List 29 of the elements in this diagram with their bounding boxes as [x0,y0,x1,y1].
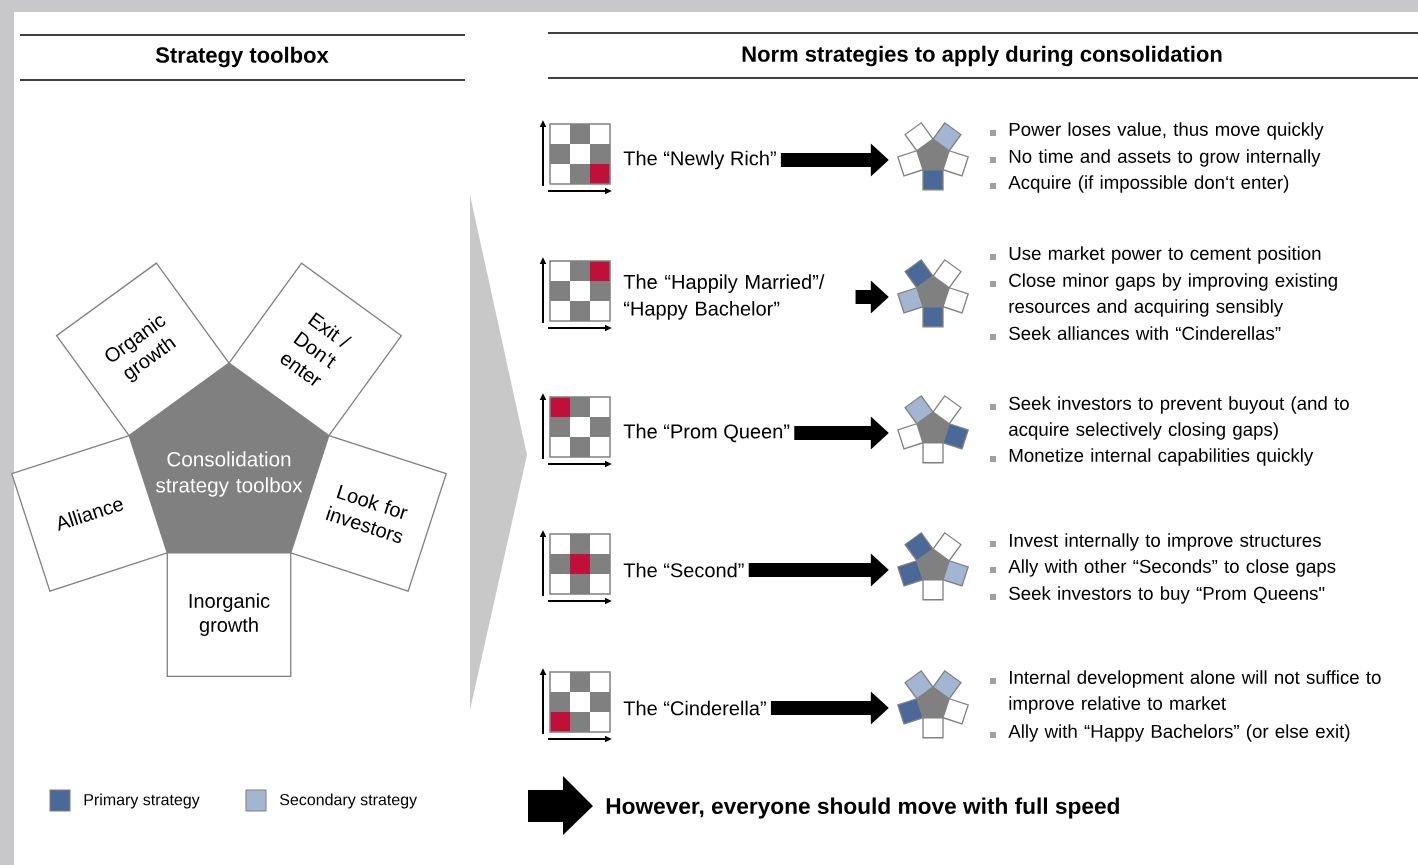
bullet-item: Use market power to cement position [990,246,1321,264]
legend-text: Primary strategy [84,793,200,809]
strategy-pentagon-icon [897,669,969,739]
bullet-item: Invest internally to improve structures [990,533,1321,551]
row-label: The “Happily Married”/ “Happy Bachelor” [623,274,825,320]
strategy-pentagon-icon [897,531,969,601]
bullet-item: Seek investors to buy “Prom Queens" [990,586,1325,604]
bullet-item: Ally with “Happy Bachelors” (or else exit) [990,724,1350,742]
strategy-pentagon-icon [897,121,969,191]
strategy-square: Inorganic growth [166,552,292,678]
bullet-item: Ally with other “Seconds” to close gaps [990,559,1336,577]
bullet-item: Internal development alone will not suffice to improve relative to market [990,670,1381,714]
row-label: The “Second” [623,562,744,578]
bullet-item: Seek investors to prevent buyout (and to acquire selectively closing gaps) [990,396,1349,440]
row-label: The “Prom Queen” [623,423,790,443]
section-heading: Strategy toolbox [155,46,329,68]
bullet-item: Seek alliances with “Cinderellas” [990,326,1281,340]
strategy-pentagon-icon [897,394,969,464]
strategy-pentagon-icon [897,258,969,328]
bullet-item: Power loses value, thus move quickly [990,122,1324,140]
bullet-item: Acquire (if impossible don‘t enter) [990,175,1289,193]
bullet-item: No time and assets to grow internally [990,149,1321,167]
conclusion-text: However, everyone should move with full speed [606,797,1119,819]
bullet-item: Monetize internal capabilities quickly [990,448,1314,466]
bullet-item: Close minor gaps by improving existing resources and acquiring sensibly [990,273,1337,317]
legend-text: Secondary strategy [280,793,418,809]
row-label: The “Newly Rich” [623,150,776,170]
row-label: The “Cinderella” [623,700,766,716]
separator-chevron [470,195,527,710]
